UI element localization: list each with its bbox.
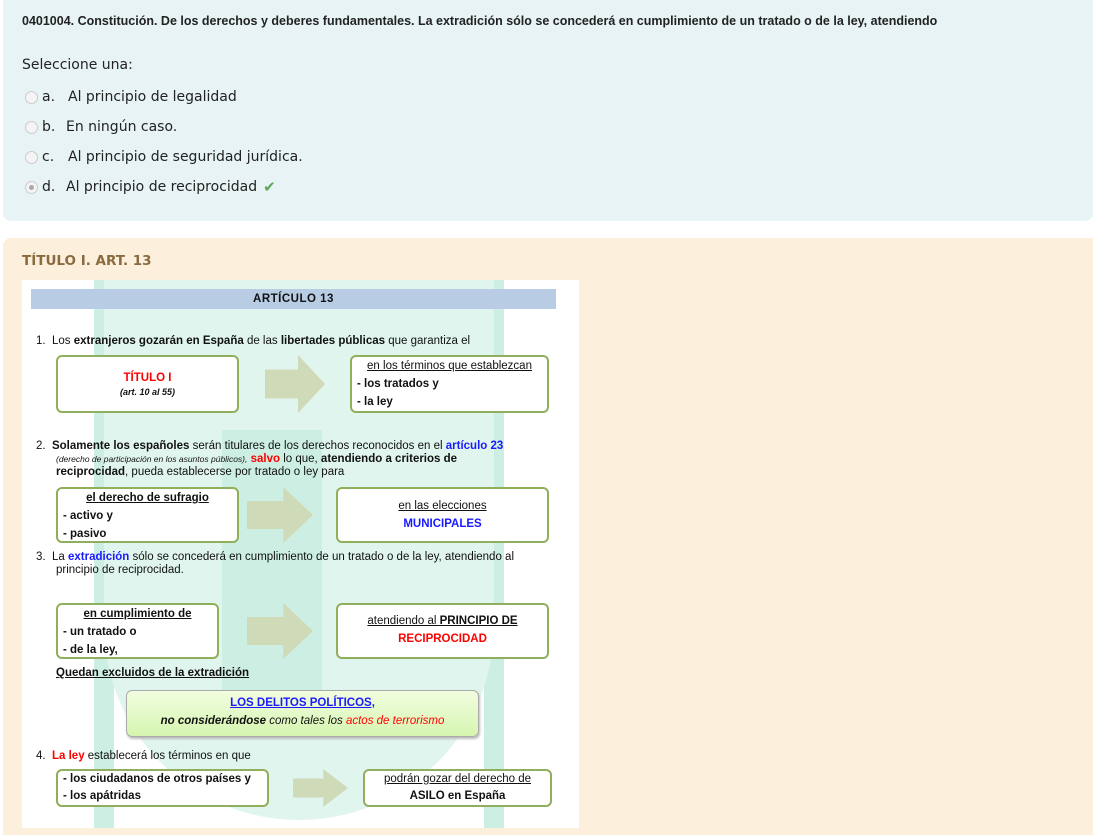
paragraph-3: 3. La extradición sólo se concederá en c… (36, 551, 514, 576)
select-prompt: Seleccione una: (22, 57, 133, 73)
option-letter: d. (42, 179, 56, 195)
option-label: Al principio de seguridad jurídica. (68, 149, 303, 165)
option-letter: a. (42, 89, 56, 105)
option-c[interactable]: c. Al principio de seguridad jurídica. (25, 149, 303, 165)
question-text: 0401004. Constitución. De los derechos y… (22, 14, 938, 28)
paragraph-4: 4. La ley establecerá los términos en qu… (36, 750, 251, 762)
option-label: Al principio de legalidad (68, 89, 237, 105)
ciudadanos-box: - los ciudadanos de otros países y- los … (56, 769, 269, 807)
question-card (3, 0, 1093, 221)
sufragio-box: el derecho de sufragio- activo y- pasivo (56, 487, 239, 543)
radio-d[interactable] (25, 180, 38, 194)
watermark-letter (222, 430, 322, 720)
excluded-heading: Quedan excluidos de la extradición (56, 667, 250, 679)
terms-box: en los términos que establezcan- los tra… (350, 355, 549, 413)
paragraph-2: 2. Solamente los españoles serán titular… (36, 440, 504, 478)
correct-check-icon: ✔ (263, 178, 276, 196)
feedback-title: TÍTULO I. ART. 13 (22, 253, 152, 269)
delitos-box: LOS DELITOS POLÍTICOS,no considerándose … (126, 690, 479, 737)
radio-a[interactable] (25, 90, 38, 104)
option-b[interactable]: b. En ningún caso. (25, 119, 177, 135)
paragraph-1: 1. Los extranjeros gozarán en España de … (36, 335, 471, 347)
cumplimiento-box: en cumplimiento de- un tratado o- de la … (56, 603, 219, 659)
titulo-box: TÍTULO I(art. 10 al 55) (56, 355, 239, 413)
option-letter: c. (42, 149, 55, 165)
radio-b[interactable] (25, 120, 38, 134)
option-letter: b. (42, 119, 56, 135)
option-label: Al principio de reciprocidad (66, 179, 258, 195)
option-label: En ningún caso. (66, 119, 178, 135)
article-header: ARTÍCULO 13 (31, 289, 556, 309)
option-d[interactable]: d. Al principio de reciprocidad ✔ (25, 178, 276, 196)
article-image: ARTÍCULO 13 1. Los extranjeros gozarán e… (22, 280, 579, 828)
radio-c[interactable] (25, 150, 38, 164)
option-a[interactable]: a. Al principio de legalidad (25, 89, 237, 105)
